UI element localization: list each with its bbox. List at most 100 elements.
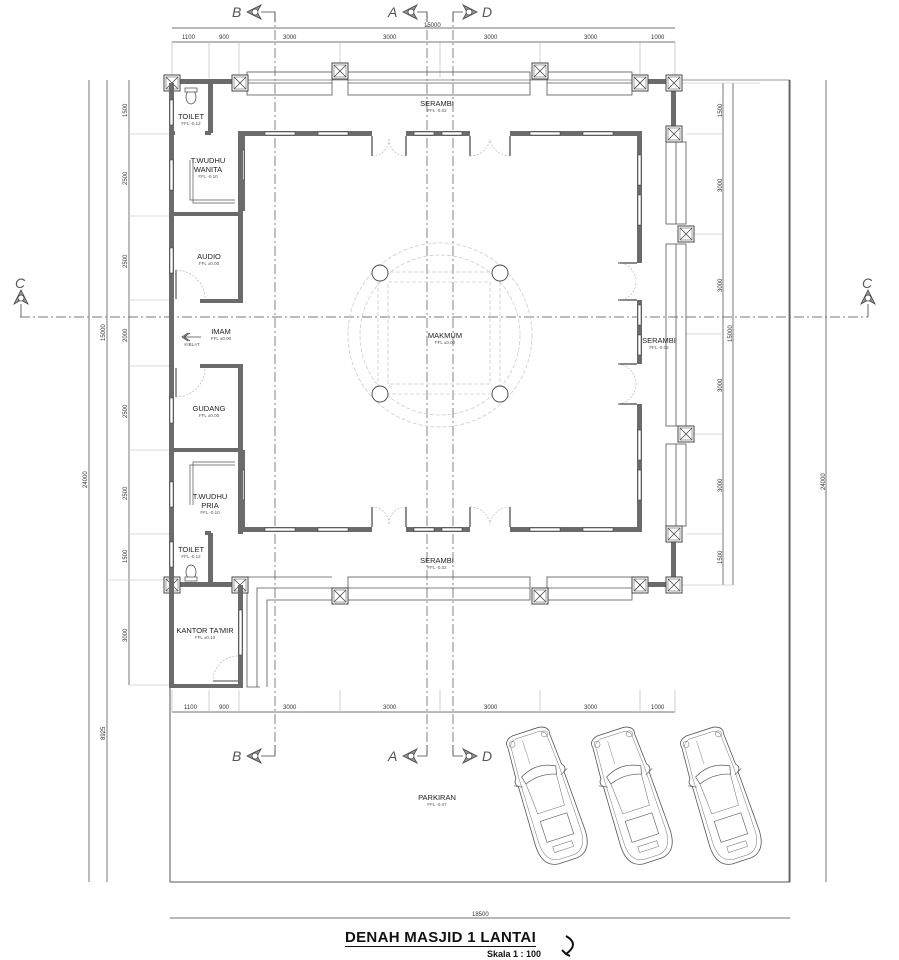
wudhu-counters (189, 160, 235, 505)
svg-text:1500: 1500 (123, 103, 129, 117)
kiblat-arrow-icon (181, 332, 201, 342)
svg-text:B: B (232, 4, 241, 20)
doors (371, 136, 637, 527)
svg-text:FFL -0.10: FFL -0.10 (200, 510, 220, 515)
service-windows (169, 99, 243, 656)
svg-text:8925: 8925 (101, 726, 107, 740)
svg-text:AUDIO: AUDIO (197, 252, 221, 261)
svg-text:FFL -0.10: FFL -0.10 (198, 174, 218, 179)
svg-text:3000: 3000 (718, 178, 724, 192)
svg-text:1000: 1000 (651, 705, 665, 711)
svg-text:WANITA: WANITA (194, 165, 222, 174)
svg-text:2500: 2500 (123, 171, 129, 185)
svg-text:TOILET: TOILET (178, 545, 205, 554)
svg-text:3000: 3000 (283, 35, 297, 41)
svg-text:FFL ±0.00: FFL ±0.00 (199, 261, 220, 266)
svg-text:3000: 3000 (383, 35, 397, 41)
svg-text:15000: 15000 (728, 325, 734, 342)
svg-text:T.WUDHU: T.WUDHU (193, 492, 228, 501)
dome-columns (371, 264, 509, 403)
svg-text:900: 900 (219, 705, 230, 711)
svg-text:FFL -0.12: FFL -0.12 (181, 554, 201, 559)
svg-text:A: A (387, 748, 397, 764)
svg-text:C: C (862, 275, 873, 291)
dim-right-segments: 1500 3000 3000 3000 3000 1500 15000 2400… (718, 103, 827, 564)
service-doors (175, 269, 239, 682)
section-marker-D-bottom: D (452, 745, 492, 764)
section-marker-C-right: C (860, 275, 876, 317)
svg-text:1500: 1500 (718, 103, 724, 117)
svg-text:900: 900 (219, 35, 230, 41)
parked-cars (498, 722, 769, 870)
svg-text:2500: 2500 (123, 254, 129, 268)
svg-text:KIBLAT: KIBLAT (184, 342, 199, 347)
svg-text:1500: 1500 (718, 550, 724, 564)
svg-text:D: D (482, 748, 492, 764)
svg-text:15000: 15000 (101, 324, 107, 341)
bottom-dimensions (171, 690, 676, 713)
svg-text:24000: 24000 (821, 473, 827, 490)
dome-outline (347, 242, 533, 428)
left-dimensions (88, 80, 170, 882)
svg-text:SERAMBI: SERAMBI (642, 336, 676, 345)
svg-text:SERAMBI: SERAMBI (420, 99, 454, 108)
svg-text:3000: 3000 (584, 705, 598, 711)
svg-text:3000: 3000 (718, 278, 724, 292)
svg-text:D: D (482, 4, 492, 20)
svg-text:A: A (387, 4, 397, 20)
right-dimensions (680, 80, 827, 882)
drawing-title: DENAH MASJID 1 LANTAI (345, 929, 537, 947)
svg-text:3000: 3000 (584, 35, 598, 41)
title-north-mark-icon (561, 935, 574, 957)
section-marker-B-top: B (232, 4, 276, 22)
svg-text:TOILET: TOILET (178, 112, 205, 121)
svg-text:3000: 3000 (718, 478, 724, 492)
dim-bottom-segments: 1100 900 3000 3000 3000 3000 1000 (184, 705, 665, 711)
svg-text:FFL ±0.00: FFL ±0.00 (211, 336, 232, 341)
svg-text:1500: 1500 (123, 549, 129, 563)
svg-text:MAKMUM: MAKMUM (428, 331, 462, 340)
svg-text:T.WUDHU: T.WUDHU (191, 156, 226, 165)
section-marker-A-bottom: A (387, 745, 428, 764)
svg-text:3000: 3000 (283, 705, 297, 711)
svg-text:3000: 3000 (718, 378, 724, 392)
svg-text:FFL -0.02: FFL -0.02 (427, 565, 447, 570)
section-marker-C-left: C (13, 275, 29, 317)
dim-top-total: 15000 (424, 23, 441, 29)
windows (240, 131, 642, 532)
section-marker-B-bottom: B (232, 745, 276, 764)
svg-text:3000: 3000 (484, 35, 498, 41)
car-icon (672, 722, 769, 870)
svg-text:FFL ±0.10: FFL ±0.10 (195, 635, 216, 640)
section-marker-A-top: A (387, 4, 428, 22)
section-marker-D-top: D (452, 4, 492, 22)
svg-text:PRIA: PRIA (201, 501, 219, 510)
room-labels: TOILET FFL -0.12 T.WUDHU WANITA FFL -0.1… (176, 99, 676, 807)
svg-text:1100: 1100 (184, 705, 198, 711)
serambi-bottom-beams (246, 576, 633, 688)
drawing-scale: Skala 1 : 100 (487, 949, 542, 959)
dim-top-segments: 1100 900 3000 3000 3000 3000 1000 (182, 35, 665, 41)
svg-text:FFL -0.47: FFL -0.47 (427, 802, 447, 807)
svg-text:GUDANG: GUDANG (193, 404, 226, 413)
car-icon (583, 722, 680, 870)
svg-text:2000: 2000 (123, 328, 129, 342)
top-dimensions (171, 27, 676, 78)
svg-text:PARKIRAN: PARKIRAN (418, 793, 456, 802)
corner-walls (172, 79, 676, 587)
dim-left-segments: 1500 2500 2500 2000 2500 2500 1500 3000 … (83, 103, 129, 740)
svg-text:2500: 2500 (123, 404, 129, 418)
svg-text:3000: 3000 (484, 705, 498, 711)
svg-text:3000: 3000 (383, 705, 397, 711)
serambi-right-beams (665, 141, 687, 527)
svg-text:3000: 3000 (123, 628, 129, 642)
serambi-top-beams (246, 71, 633, 96)
svg-text:FFL -0.02: FFL -0.02 (427, 108, 447, 113)
dim-site-width: 18500 (472, 912, 489, 918)
svg-text:1000: 1000 (651, 35, 665, 41)
svg-text:FFL ±0.00: FFL ±0.00 (199, 413, 220, 418)
svg-text:C: C (15, 275, 26, 291)
svg-text:IMAM: IMAM (211, 327, 231, 336)
svg-text:SERAMBI: SERAMBI (420, 556, 454, 565)
